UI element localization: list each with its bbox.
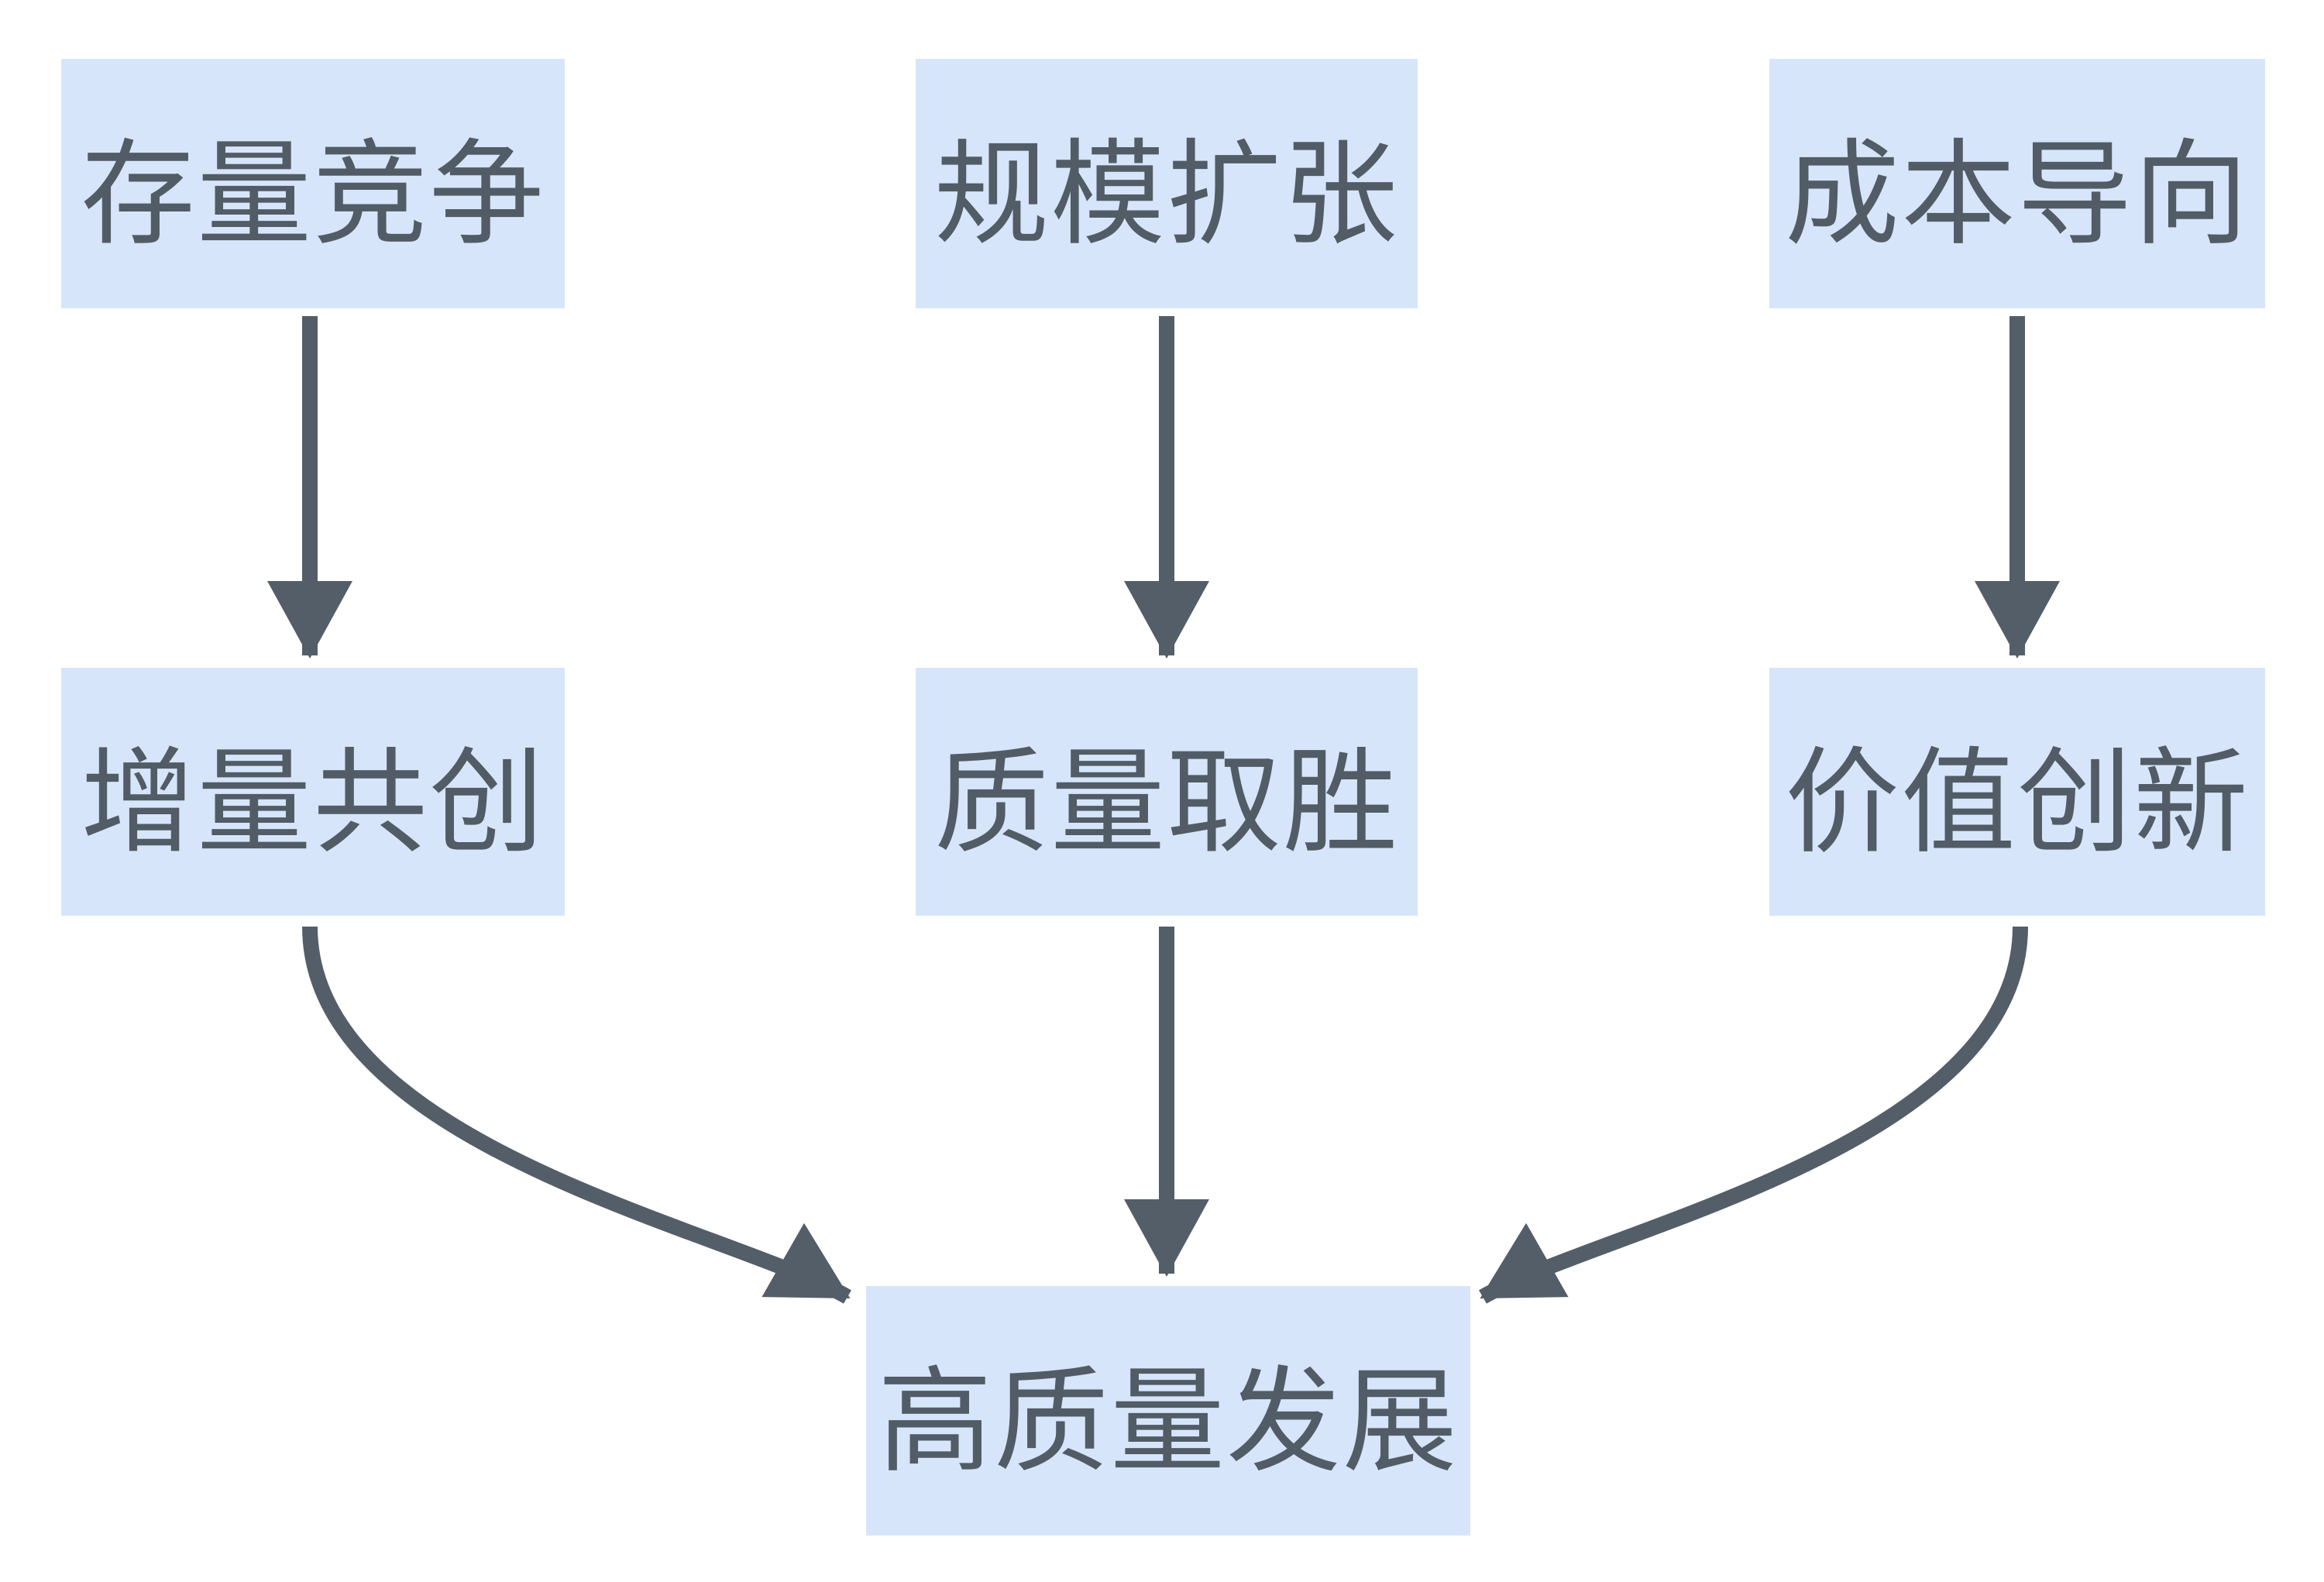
node-incremental-co-creation-label: 增量共创 [81,738,545,867]
edge-value-innovation-to-high-quality-development [1479,926,2028,1304]
node-quality-wins: 质量取胜 [916,668,1418,916]
node-value-innovation: 价值创新 [1769,668,2265,916]
node-stock-competition-label: 存量竞争 [81,130,545,259]
edge-incremental-co-creation-to-high-quality-development [302,926,851,1304]
node-high-quality-development-label: 高质量发展 [878,1357,1459,1486]
node-scale-expansion: 规模扩张 [916,59,1418,308]
node-cost-orientation-label: 成本导向 [1785,130,2250,259]
node-scale-expansion-label: 规模扩张 [934,130,1399,259]
node-incremental-co-creation: 增量共创 [61,668,565,916]
node-stock-competition: 存量竞争 [61,59,565,308]
node-high-quality-development: 高质量发展 [866,1286,1470,1536]
node-cost-orientation: 成本导向 [1769,59,2265,308]
node-value-innovation-label: 价值创新 [1785,738,2250,867]
node-quality-wins-label: 质量取胜 [934,738,1399,867]
